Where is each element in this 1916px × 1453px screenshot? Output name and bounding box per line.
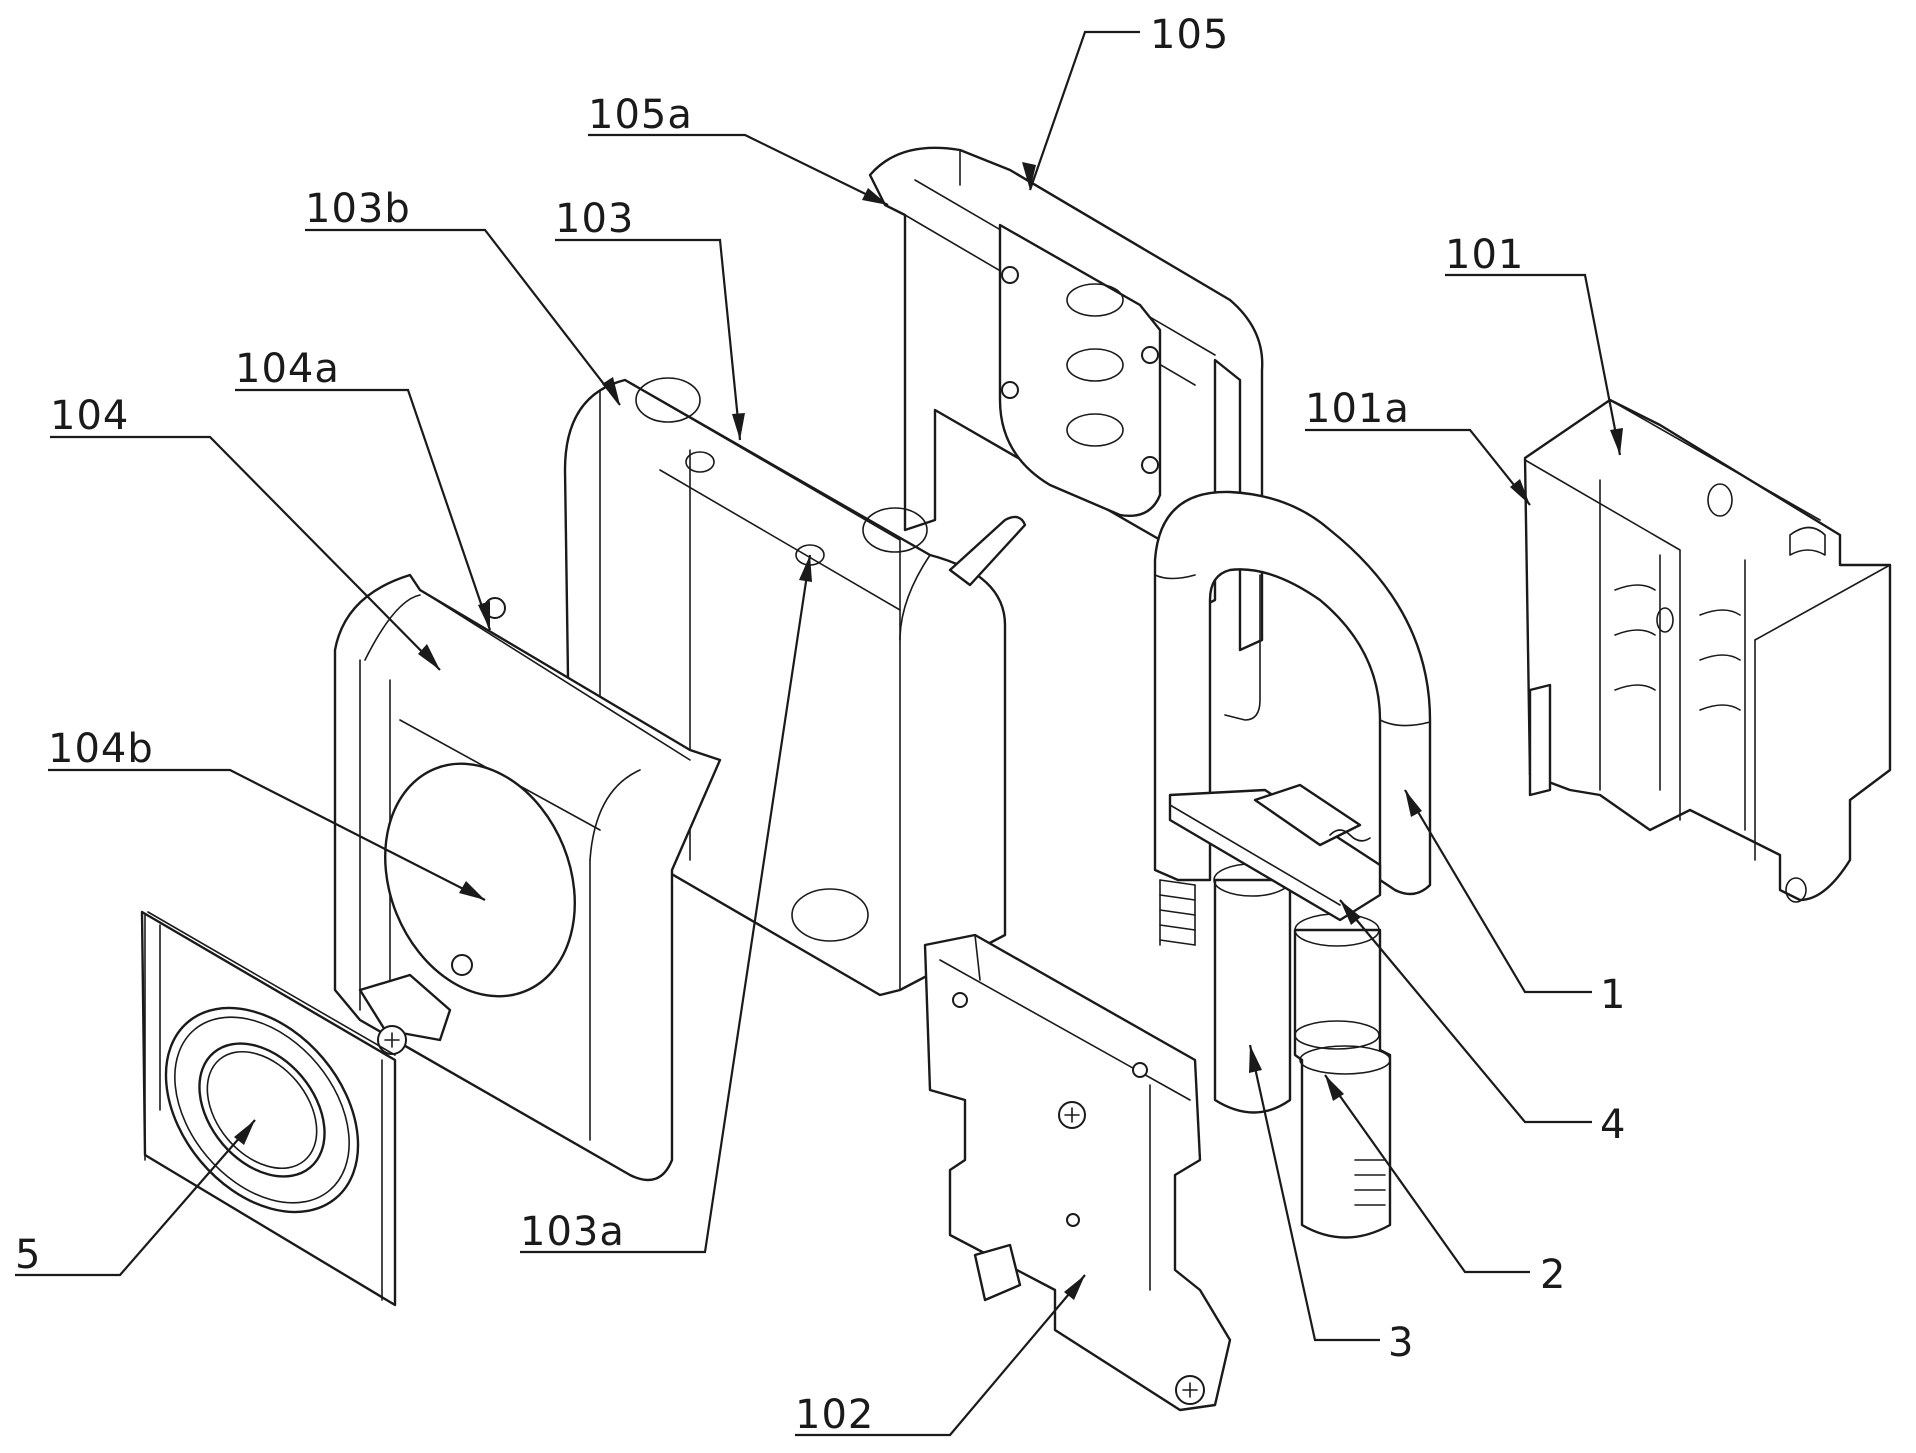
leader-104 <box>50 435 441 671</box>
part-2-threaded-cylinder <box>1293 913 1392 1239</box>
label-103b: 103b <box>305 186 411 232</box>
leader-103a <box>520 554 812 1254</box>
part-5-knob-panel <box>140 910 397 1307</box>
label-104: 104 <box>50 393 129 439</box>
leader-1 <box>1404 789 1592 994</box>
label-3: 3 <box>1388 1320 1414 1366</box>
label-101: 101 <box>1445 232 1524 278</box>
label-2: 2 <box>1540 1252 1566 1298</box>
leader-101 <box>1445 273 1623 456</box>
leader-4 <box>1339 899 1592 1124</box>
leader-103 <box>555 238 745 441</box>
part-3-plain-cylinder <box>1213 863 1292 1114</box>
label-102: 102 <box>795 1392 874 1438</box>
leader-3 <box>1248 1044 1380 1342</box>
part-104-front-cover <box>333 573 722 1182</box>
part-1-shackle <box>1153 490 1432 946</box>
label-103a: 103a <box>520 1209 625 1255</box>
leader-103b <box>305 228 621 406</box>
label-103: 103 <box>555 196 634 242</box>
label-101a: 101a <box>1305 386 1410 432</box>
leader-105a <box>588 133 889 206</box>
part-4-latch-slider <box>1168 783 1382 922</box>
label-105: 105 <box>1150 12 1229 58</box>
leader-104b <box>48 768 486 901</box>
leader-2 <box>1324 1074 1530 1274</box>
leader-101a <box>1305 428 1531 506</box>
label-5: 5 <box>15 1232 41 1278</box>
shackle-spring <box>1159 879 1196 946</box>
part-101-lock-module <box>1523 398 1892 903</box>
leader-104a <box>235 388 492 631</box>
leader-5 <box>15 1119 256 1277</box>
label-104a: 104a <box>235 346 340 392</box>
label-4: 4 <box>1600 1102 1626 1148</box>
label-1: 1 <box>1600 972 1626 1018</box>
part-102-base-plate <box>923 933 1232 1412</box>
leader-102 <box>795 1274 1086 1437</box>
label-104b: 104b <box>48 726 154 772</box>
label-105a: 105a <box>588 92 693 138</box>
leader-105 <box>1022 30 1140 191</box>
